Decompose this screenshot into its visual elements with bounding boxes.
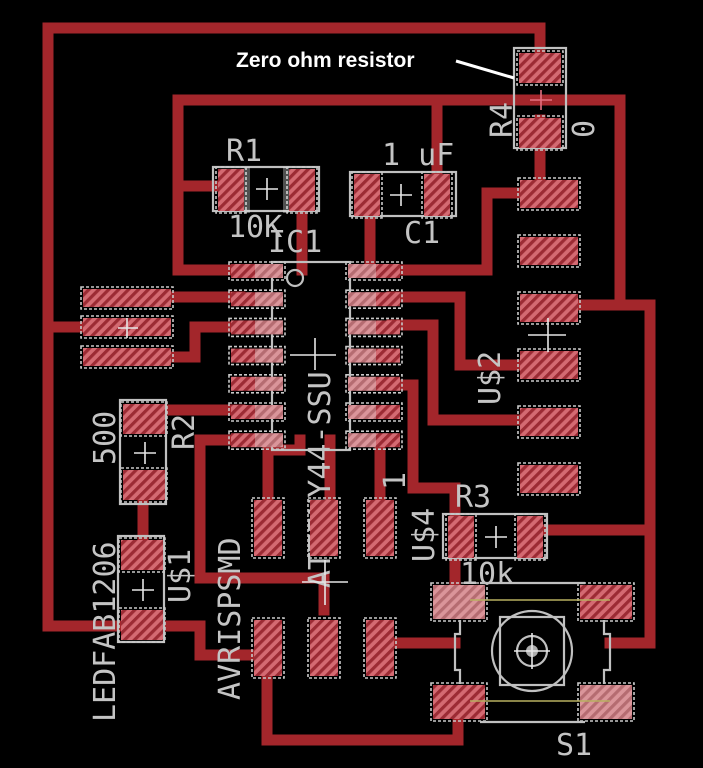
r4-name-label: R4 bbox=[485, 102, 520, 138]
annotation: Zero ohm resistor bbox=[236, 49, 515, 80]
r2-name-label: R2 bbox=[167, 414, 202, 450]
component-us4-avrisp[interactable]: AVRISPSMD U$4 1 bbox=[213, 472, 442, 700]
ic1-name-label: IC1 bbox=[268, 225, 322, 260]
trace-right-s1 bbox=[604, 524, 656, 649]
ic1-pin-right bbox=[345, 261, 403, 281]
ic1-pin-overlay bbox=[255, 264, 283, 278]
us2-pad bbox=[517, 177, 581, 211]
ic1-pin-overlay bbox=[255, 292, 283, 307]
ic1-pin-right bbox=[345, 345, 403, 366]
ic1-pin-overlay bbox=[348, 405, 376, 419]
us4-pad-top bbox=[251, 497, 285, 559]
component-s1-switch[interactable]: S1 bbox=[430, 581, 635, 763]
us4-name-label: U$4 bbox=[407, 508, 442, 562]
us2-pad bbox=[517, 462, 581, 496]
us4-pin1-label: 1 bbox=[378, 472, 413, 490]
trace-avr-bottom bbox=[261, 669, 464, 746]
r4-value-label: 0 bbox=[567, 120, 602, 138]
ic1-pin-left bbox=[228, 373, 286, 394]
us2-origin-cross bbox=[528, 318, 566, 352]
ic1-pin-left bbox=[228, 317, 286, 338]
ic1-pin-right bbox=[345, 402, 403, 422]
component-left-header[interactable] bbox=[80, 286, 174, 369]
trace-ic-us2-b bbox=[386, 319, 526, 426]
trace-led-avr bbox=[154, 620, 261, 661]
ic1-pin-right bbox=[345, 289, 403, 310]
ic1-pin-right bbox=[345, 317, 403, 338]
ic1-pin-left bbox=[228, 289, 286, 310]
us4-pad-bottom bbox=[251, 617, 285, 679]
us1-value-label: LEDFAB1206 bbox=[88, 541, 123, 722]
ic1-pin-overlay bbox=[255, 320, 283, 335]
trace-header-p3 bbox=[166, 321, 246, 363]
ic1-pin-left bbox=[228, 402, 286, 422]
ic1-pin-overlay bbox=[348, 292, 376, 307]
trace-ic-r3 bbox=[386, 379, 461, 526]
trace-us2-p1 bbox=[386, 187, 526, 276]
ic1-pin-left bbox=[228, 345, 286, 366]
ic1-pin-right bbox=[345, 430, 403, 451]
ic1-pin-left bbox=[228, 430, 286, 451]
c1-value-label: 1 uF bbox=[382, 138, 454, 173]
us2-pad bbox=[517, 291, 581, 325]
r3-name-label: R3 bbox=[455, 480, 491, 515]
us4-pad-bottom bbox=[307, 617, 341, 679]
trace-ic-avr-left bbox=[194, 434, 330, 616]
us2-name-label: U$2 bbox=[473, 351, 508, 405]
ic1-pin-overlay bbox=[348, 264, 376, 278]
component-r2[interactable]: 500 R2 bbox=[88, 398, 202, 506]
trace-ic-us2-a bbox=[386, 291, 526, 371]
component-c1[interactable]: 1 uF C1 bbox=[348, 138, 458, 251]
us1-name-label: U$1 bbox=[163, 549, 198, 603]
copper-traces bbox=[42, 22, 656, 746]
r2-value-label: 500 bbox=[88, 411, 123, 465]
ic1-pin-overlay bbox=[348, 433, 376, 448]
ic1-pin-overlay bbox=[348, 320, 376, 335]
c1-name-label: C1 bbox=[404, 216, 440, 251]
ic1-pin-overlay bbox=[348, 348, 376, 363]
trace-us2-right bbox=[539, 299, 656, 536]
ic1-pin-overlay bbox=[255, 348, 283, 363]
us2-pad bbox=[517, 234, 581, 268]
us2-pad bbox=[517, 405, 581, 439]
trace-left-bus bbox=[172, 94, 246, 276]
component-us1-led[interactable]: LEDFAB1206 U$1 bbox=[88, 534, 198, 722]
ic1-pin-right bbox=[345, 373, 403, 394]
us2-pad bbox=[517, 348, 581, 382]
ic1-pin-overlay bbox=[348, 376, 376, 391]
ic1-pin-overlay bbox=[255, 376, 283, 391]
component-r4[interactable]: R4 0 bbox=[485, 46, 602, 151]
component-r1[interactable]: R1 10K bbox=[211, 134, 321, 245]
ic1-pin-overlay bbox=[255, 433, 283, 448]
component-us2[interactable] bbox=[517, 177, 581, 496]
us4-pad-bottom bbox=[363, 617, 397, 679]
ic1-pin-overlay bbox=[255, 405, 283, 419]
r1-name-label: R1 bbox=[226, 134, 262, 169]
s1-name-label: S1 bbox=[556, 728, 592, 763]
ic1-pin-left bbox=[228, 261, 286, 281]
us4-value-label: AVRISPSMD bbox=[213, 537, 248, 700]
us4-pad-top bbox=[307, 497, 341, 559]
annotation-pointer bbox=[455, 59, 515, 80]
r1-value-label: 10K bbox=[228, 210, 282, 245]
annotation-text: Zero ohm resistor bbox=[236, 49, 415, 72]
us4-pad-top bbox=[363, 497, 397, 559]
